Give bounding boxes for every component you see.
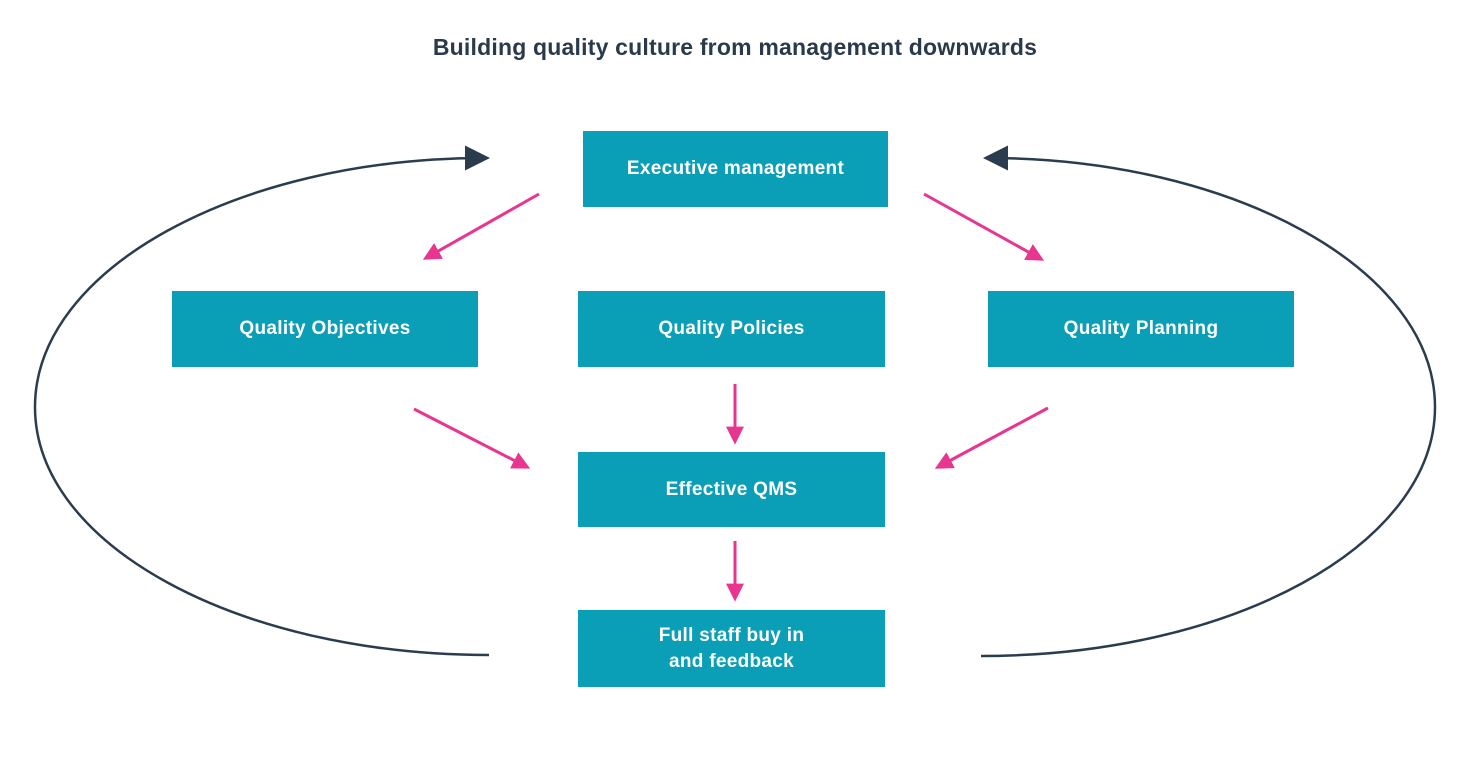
node-quality-policies: Quality Policies — [578, 291, 885, 367]
node-full-staff-buy-in-label-line2: and feedback — [668, 650, 795, 672]
node-executive-management: Executive management — [583, 131, 888, 207]
diagram-title: Building quality culture from management… — [432, 34, 1038, 60]
node-quality-objectives-label: Quality Objectives — [239, 318, 411, 340]
node-quality-planning-label: Quality Planning — [1063, 318, 1219, 340]
arrow-exec-to-planning — [923, 192, 1045, 261]
node-executive-management-label: Executive management — [626, 158, 845, 180]
node-effective-qms-label: Effective QMS — [665, 478, 798, 500]
node-quality-policies-label: Quality Policies — [658, 318, 805, 340]
node-full-staff-buy-in: Full staff buy in and feedback — [578, 610, 885, 687]
node-effective-qms: Effective QMS — [578, 452, 885, 527]
arrow-exec-to-objectives — [422, 192, 540, 260]
feedback-loop-left-arrow — [33, 145, 490, 657]
arrow-objectives-to-qms — [413, 407, 531, 469]
node-quality-objectives: Quality Objectives — [172, 291, 478, 367]
feedback-loop-right-arrow — [980, 145, 1437, 658]
arrow-planning-to-qms — [934, 406, 1049, 469]
node-full-staff-buy-in-label-line1: Full staff buy in — [658, 624, 805, 646]
node-quality-planning: Quality Planning — [988, 291, 1294, 367]
